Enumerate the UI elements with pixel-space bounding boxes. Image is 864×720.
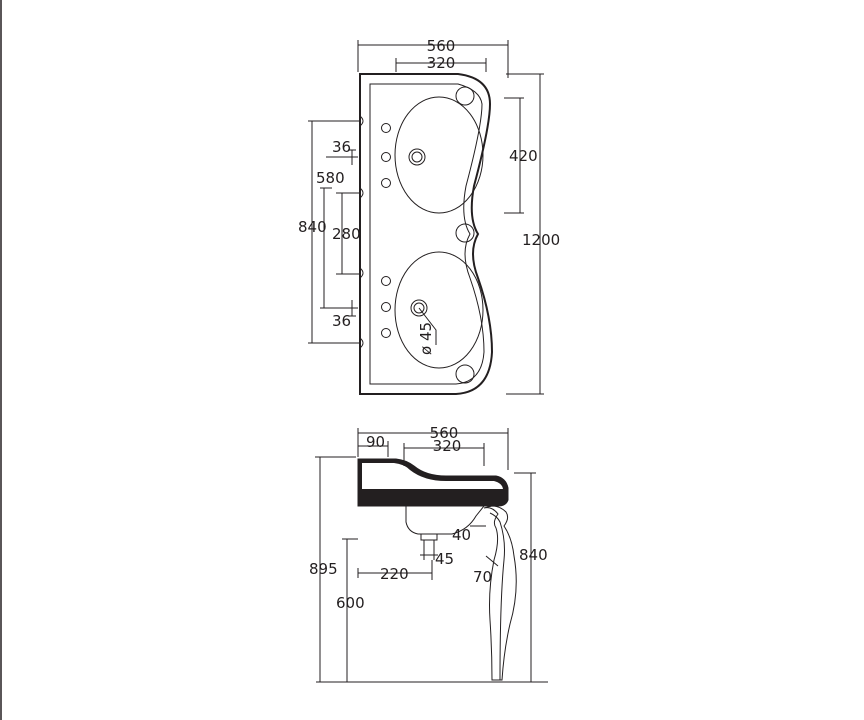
pedestal-leg-detail: [489, 512, 505, 681]
dim-text-840: 840: [298, 218, 327, 236]
bowl-top: [394, 96, 484, 214]
dim-text-280: 280: [332, 225, 361, 243]
tap-hole: [381, 152, 391, 162]
dim-plan-width-total: 560: [357, 37, 509, 78]
post-middle: [455, 223, 475, 243]
dim-plan-waste-diameter: ø 45: [417, 307, 437, 355]
drain-top-outer: [408, 148, 426, 166]
dim-text-600: 600: [336, 594, 365, 612]
dim-text-side-840: 840: [519, 546, 548, 564]
dim-text-side-560: 560: [430, 424, 459, 442]
dim-text-diameter-45: ø 45: [417, 322, 435, 355]
fixing-notch: [359, 267, 364, 279]
fixing-notch: [359, 337, 364, 349]
dim-plan-bowl-length: 420: [504, 97, 538, 214]
dim-text-1200: 1200: [522, 231, 560, 249]
tap-hole: [381, 276, 391, 286]
drain-top-inner: [411, 151, 423, 163]
dim-side-overall-height: 895: [309, 456, 356, 682]
dim-text-420: 420: [509, 147, 538, 165]
dim-text-90: 90: [366, 433, 385, 451]
basin-top-edge: [362, 463, 503, 489]
fixing-notch: [359, 115, 364, 127]
dim-side-waste-height: 600: [336, 538, 365, 682]
dim-plan-tap-spacing-bottom: 36: [326, 300, 358, 330]
dim-text-side-320: 320: [433, 437, 462, 455]
basin-outline-outer: [359, 73, 494, 395]
tap-hole: [381, 302, 391, 312]
dim-text-side-45: 45: [435, 550, 454, 568]
basin-outline-inner: [369, 83, 485, 385]
dim-text-36-top: 36: [332, 138, 351, 156]
dim-plan-span-outer: 840: [298, 120, 360, 344]
dim-side-width-total: 560: [357, 424, 509, 470]
drain-bottom-inner: [413, 302, 425, 314]
dim-plan-length-total: 1200: [506, 73, 560, 395]
dim-side-leg-width: 70: [473, 555, 499, 586]
dim-plan-tap-spacing-top: 36: [326, 138, 358, 165]
dim-side-waste-offset: 220: [357, 560, 433, 583]
dim-text-320: 320: [427, 54, 456, 72]
waste-pipe: [420, 533, 438, 541]
dim-text-36-bottom: 36: [332, 312, 351, 330]
dim-side-leg-gap: 40: [452, 525, 486, 544]
drain-bottom-outer: [410, 299, 428, 317]
dim-text-560: 560: [427, 37, 456, 55]
dim-text-895: 895: [309, 560, 338, 578]
dim-side-front-offset: 90: [358, 433, 389, 457]
tap-hole: [381, 123, 391, 133]
dim-side-bowl-width: 320: [403, 437, 485, 466]
bowl-bottom: [394, 251, 484, 369]
dim-plan-bowl-width: 320: [395, 54, 487, 72]
dim-text-40: 40: [452, 526, 471, 544]
bowl-profile: [405, 505, 485, 535]
side-view: 560 90 320 895 840: [309, 424, 548, 683]
pedestal-leg: [483, 505, 517, 681]
dim-side-waste-size: 45: [420, 548, 454, 568]
post-bottom: [455, 364, 475, 384]
dim-side-rim-height: 840: [514, 472, 548, 682]
dim-text-580: 580: [316, 169, 345, 187]
plan-view: 560 320 420 1200 840: [298, 37, 560, 395]
dim-text-70: 70: [473, 568, 492, 586]
dim-text-220: 220: [380, 565, 409, 583]
post-top: [455, 86, 475, 106]
tap-hole: [381, 328, 391, 338]
tap-hole: [381, 178, 391, 188]
dim-plan-span-inner: 280: [332, 192, 361, 275]
fixing-notch: [359, 187, 364, 199]
